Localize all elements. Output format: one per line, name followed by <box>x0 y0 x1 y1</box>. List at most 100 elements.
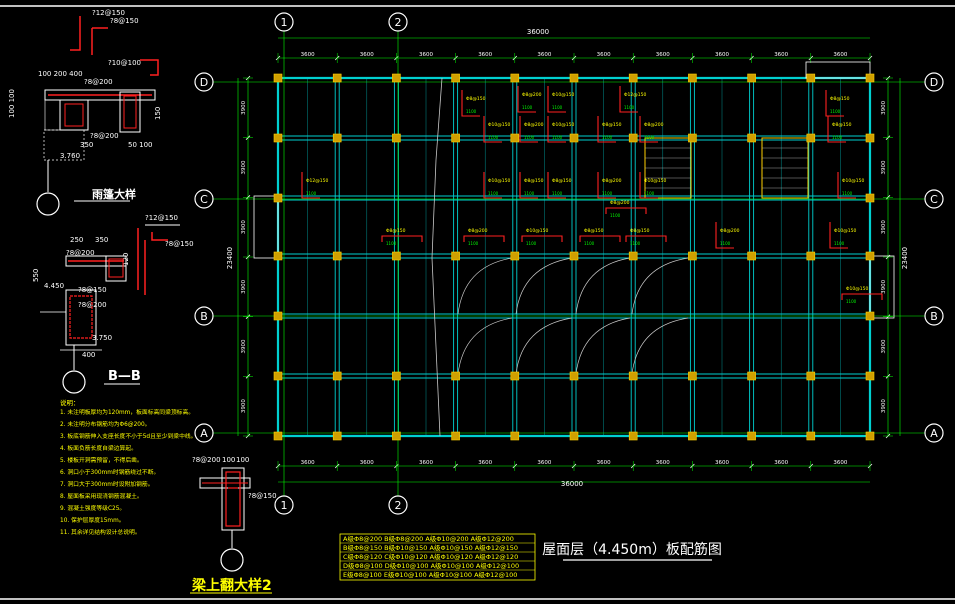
slab-rebar-label: Φ10@150 <box>644 178 666 184</box>
dimension-label: 3900 <box>881 160 887 174</box>
note-item: 10. 保护层厚度15mm。 <box>60 516 125 524</box>
canopy-detail: ?12@150 ?8@150 ?10@100 100 200 400 ?8@20… <box>8 9 162 216</box>
column <box>865 133 875 143</box>
legend-row: B级Φ8@150 B级Φ10@150 A级Φ10@150 A级Φ12@150 <box>343 543 518 552</box>
dimension-label: 3900 <box>241 220 247 234</box>
column <box>865 251 875 261</box>
axis-bubble-left <box>194 306 214 326</box>
section-bb-detail: ?12@150 ?8@150 250 350 ?8@200 120 550 4.… <box>32 214 194 394</box>
column <box>628 133 638 143</box>
slab-rebar-label: Φ8@200 <box>524 122 544 128</box>
rebar-length: 1100 <box>386 241 397 246</box>
rebar-length: 1100 <box>522 105 533 110</box>
rebar-length: 1100 <box>842 191 853 196</box>
rebar-marks: Φ8@1501100Φ8@2001100Φ10@1501100Φ12@15011… <box>301 86 883 304</box>
axis-bubble-right-label: A <box>930 427 938 440</box>
note-item: 9. 混凝土强度等级C25。 <box>60 504 125 512</box>
rebar-length: 1100 <box>552 191 563 196</box>
columns <box>273 73 875 441</box>
axis-bubble-right-label: D <box>930 76 938 89</box>
slab-rebar-label: Φ8@150 <box>830 96 850 102</box>
note-item: 6. 洞口小于300mm时钢筋绕过不断。 <box>60 468 159 476</box>
rebar-length: 1100 <box>552 135 563 140</box>
slab-rebar-label: Φ8@200 <box>522 92 542 98</box>
slab-rebar-label: Φ10@150 <box>846 286 868 292</box>
legend-row: A级Φ8@200 B级Φ8@200 A级Φ10@200 A级Φ12@200 <box>343 534 514 543</box>
dimension-label: 3600 <box>301 52 315 58</box>
axis-bubble-left-label: B <box>200 310 208 323</box>
slab-rebar-label: Φ8@200 <box>720 228 740 234</box>
column <box>865 371 875 381</box>
axis-bubble-bottom <box>274 495 294 515</box>
rebar-length: 1100 <box>834 241 845 246</box>
axis-bubble-bottom-label: 1 <box>281 499 288 512</box>
rebar-length: 1100 <box>830 109 841 114</box>
dimension-label: 3600 <box>774 460 788 466</box>
canopy-label: ?10@100 <box>108 59 141 67</box>
column <box>392 73 401 83</box>
dimension-label: 3600 <box>597 460 611 466</box>
column <box>747 73 756 83</box>
column <box>569 371 579 381</box>
column <box>451 133 460 143</box>
beam-label: ?8@200 <box>192 456 221 464</box>
rebar-length: 1100 <box>602 135 613 140</box>
column <box>628 251 638 261</box>
column <box>332 371 342 381</box>
rebar-length: 1100 <box>524 135 535 140</box>
slab-rebar-label: Φ10@150 <box>552 92 574 98</box>
column <box>273 251 283 261</box>
axis-bubble-left <box>194 72 214 92</box>
bb-label: ?8@200 <box>66 249 95 257</box>
column <box>628 73 638 83</box>
detail-bubble <box>62 370 86 394</box>
slab-rebar-label: Φ8@200 <box>602 178 622 184</box>
beam-upturn-title: 梁上翻大样2 <box>191 577 272 594</box>
column <box>510 133 520 143</box>
column <box>806 133 816 143</box>
column <box>688 73 697 83</box>
column <box>273 371 283 381</box>
canopy-label: 350 <box>80 141 93 149</box>
slab-rebar-label: Φ10@150 <box>488 122 510 128</box>
dimension-label: 3600 <box>478 52 492 58</box>
column <box>688 371 697 381</box>
column <box>273 73 283 83</box>
legend-row: E级Φ8@100 E级Φ10@100 A级Φ10@100 A级Φ12@100 <box>343 570 517 579</box>
column <box>332 133 342 143</box>
note-item: 3. 板底钢筋伸入支座长度不小于5d且至少到梁中线。 <box>60 432 196 440</box>
axis-bubble-left-label: A <box>200 427 208 440</box>
axis-bubble-right-label: B <box>930 310 938 323</box>
rebar-length: 1100 <box>624 105 635 110</box>
axis-bubble-left <box>194 423 214 443</box>
legend-row: D级Φ8@100 D级Φ10@100 A级Φ10@100 A级Φ12@100 <box>343 561 519 570</box>
bb-label: 250 <box>70 236 83 244</box>
canopy-label: 3.760 <box>60 152 80 160</box>
column <box>451 251 460 261</box>
column <box>747 133 756 143</box>
rebar-length: 1100 <box>610 213 621 218</box>
axis-bubble-right <box>924 306 944 326</box>
rebar-length: 1100 <box>630 241 641 246</box>
rebar-length: 1100 <box>846 299 857 304</box>
slab-rebar-label: Φ12@150 <box>306 178 328 184</box>
rebar-length: 1100 <box>720 241 731 246</box>
bb-label: 4.450 <box>44 282 64 290</box>
dimension-label: 3600 <box>537 460 551 466</box>
rebar-length: 1100 <box>466 109 477 114</box>
dimension-label: 3900 <box>881 100 887 114</box>
column <box>747 431 756 441</box>
column <box>865 193 875 203</box>
dimension-label: 3600 <box>656 52 670 58</box>
column <box>806 371 816 381</box>
rebar-length: 1100 <box>832 135 843 140</box>
slab-rebar-label: Φ8@150 <box>602 122 622 128</box>
column <box>273 431 283 441</box>
rebar-length: 1100 <box>488 191 499 196</box>
detail-bubble <box>220 548 244 572</box>
column <box>688 431 697 441</box>
dimension-label: 3900 <box>241 100 247 114</box>
